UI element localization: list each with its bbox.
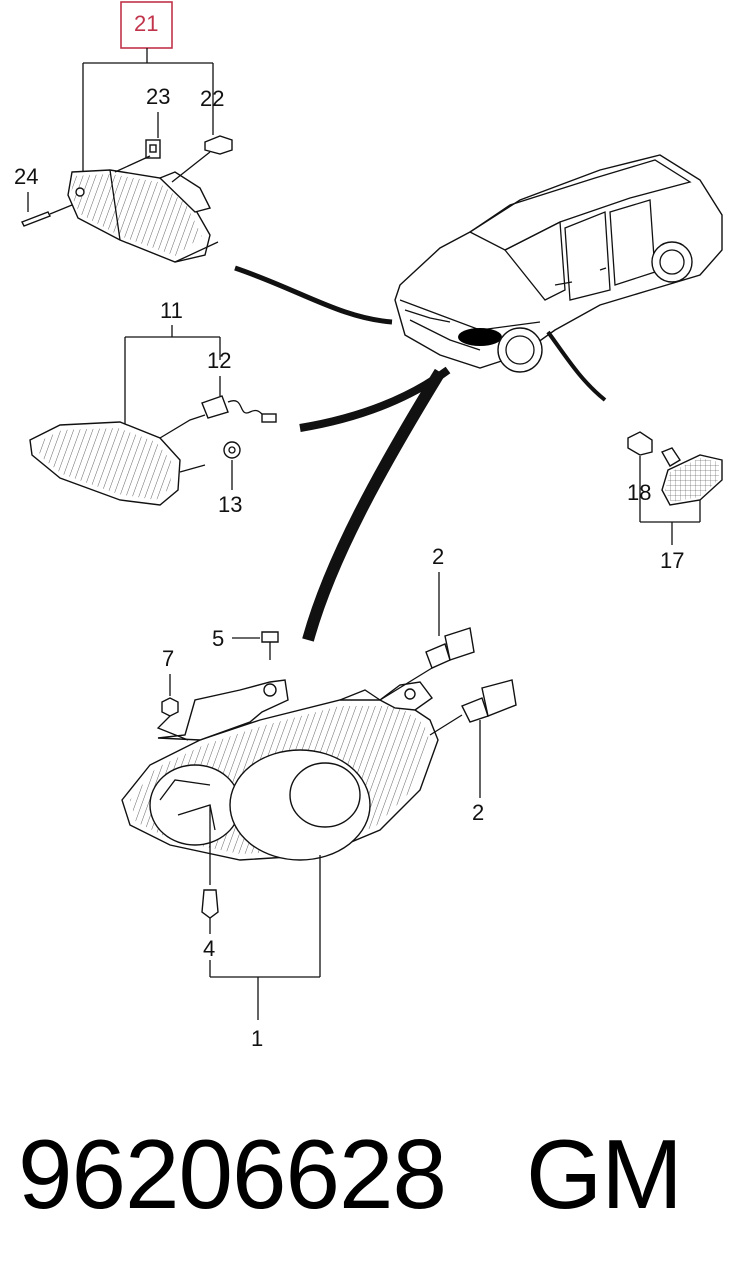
screw-24-icon [21,204,73,227]
fog-lamp-11 [29,414,206,506]
callout-23-label: 23 [146,84,170,109]
part-number-caption: 96206628 GM [18,1118,723,1229]
bracket-1 [209,805,321,1020]
bracket-21 [82,48,214,172]
callout-11-label: 11 [160,298,183,323]
callout-18-label: 18 [627,480,651,505]
car-illustration [394,154,723,373]
callout-2-right-label: 2 [472,800,484,825]
part-number: 96206628 [18,1119,447,1229]
bulb-12-icon [201,395,277,423]
callout-2-top-label: 2 [432,544,444,569]
leader-lines [234,265,607,642]
callout-21-label: 21 [134,11,158,36]
bracket-17 [639,456,701,545]
callout-12-label: 12 [207,348,231,373]
bulb-2-top-icon [379,627,475,701]
headlamp-1 [121,679,439,861]
callout-24-label: 24 [14,164,38,189]
callout-13-label: 13 [218,492,242,517]
callout-7-label: 7 [162,646,174,671]
side-marker-17 [660,447,723,506]
callout-4-label: 4 [203,936,215,961]
nut-7-icon [161,697,179,717]
callout-21-group[interactable]: 21 [120,1,173,49]
bulb-2-right-icon [429,679,517,736]
callout-5-label: 5 [212,626,224,651]
callout-22-label: 22 [200,86,224,111]
nut-13-icon [223,441,241,459]
bracket-11 [124,325,221,425]
manufacturer-name: GM [526,1119,683,1229]
bulb-18-icon [627,431,653,456]
bulb-22-icon [171,135,233,183]
socket-23-icon [114,139,161,173]
callout-17-label: 17 [660,548,684,573]
callout-1-label: 1 [251,1026,263,1051]
front-turn-lamp-21 [67,169,219,263]
bulb-4-icon [201,889,219,919]
bolt-5-icon [261,631,279,660]
